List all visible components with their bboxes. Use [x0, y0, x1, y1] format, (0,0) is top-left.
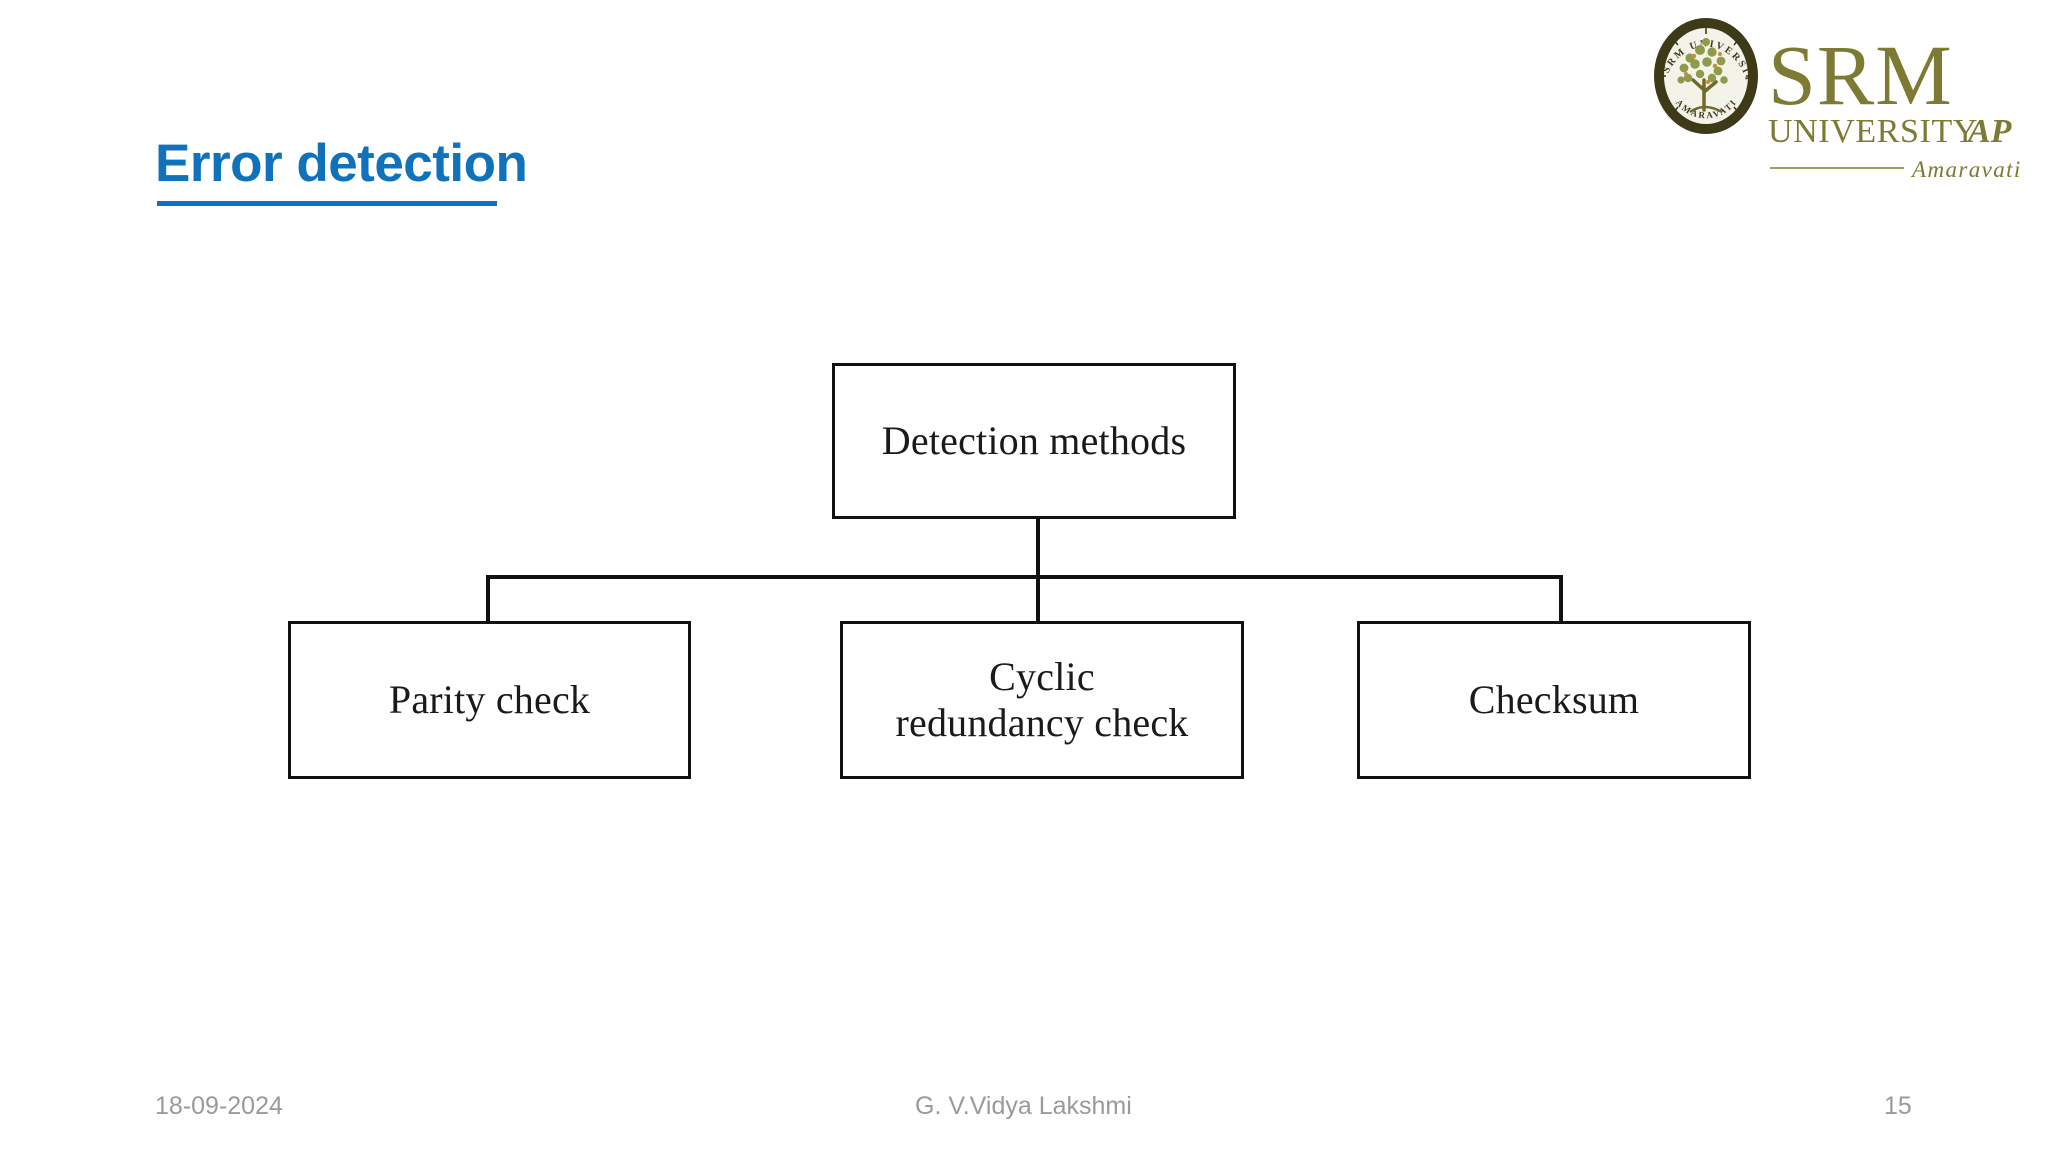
page-title-underline — [157, 201, 497, 206]
diagram-node-detection-methods: Detection methods — [832, 363, 1244, 527]
footer-author: G. V.Vidya Lakshmi — [915, 1092, 1132, 1120]
diagram-node-cyclic-redundancy-check: Cyclic redundancy check — [840, 621, 1252, 787]
connector-root-stem — [1036, 519, 1040, 578]
node-label: Detection methods — [881, 418, 1187, 463]
node-label: Cyclic redundancy check — [885, 654, 1198, 746]
footer-date: 18-09-2024 — [155, 1092, 283, 1120]
logo-tagline: Amaravati — [1910, 157, 2022, 182]
logo-subline: UNIVERSITY — [1768, 113, 1978, 150]
diagram-node-checksum: Checksum — [1357, 621, 1759, 787]
logo-wordmark: SRM — [1768, 27, 1953, 123]
logo-subline-ap: AP — [1966, 113, 2012, 150]
tree-icon — [1677, 38, 1728, 114]
connector-horizontal-bus — [486, 575, 1563, 579]
diagram-node-parity-check: Parity check — [288, 621, 699, 787]
connector-drop-checksum — [1559, 575, 1563, 622]
node-label: Checksum — [1468, 677, 1640, 722]
srm-university-logo: SRM UNIVERSITY AMARAVATI — [1650, 14, 2032, 194]
node-label-line1: Cyclic — [989, 654, 1095, 699]
connector-drop-cyclic-redundancy-check — [1036, 575, 1040, 622]
node-label: Parity check — [388, 677, 591, 722]
node-label-line2: redundancy check — [895, 700, 1189, 745]
page-title: Error detection — [155, 134, 528, 193]
seal-emblem-icon: SRM UNIVERSITY AMARAVATI — [1650, 14, 1758, 134]
connector-drop-parity-check — [486, 575, 490, 622]
footer-page-number: 15 — [1884, 1092, 1912, 1120]
